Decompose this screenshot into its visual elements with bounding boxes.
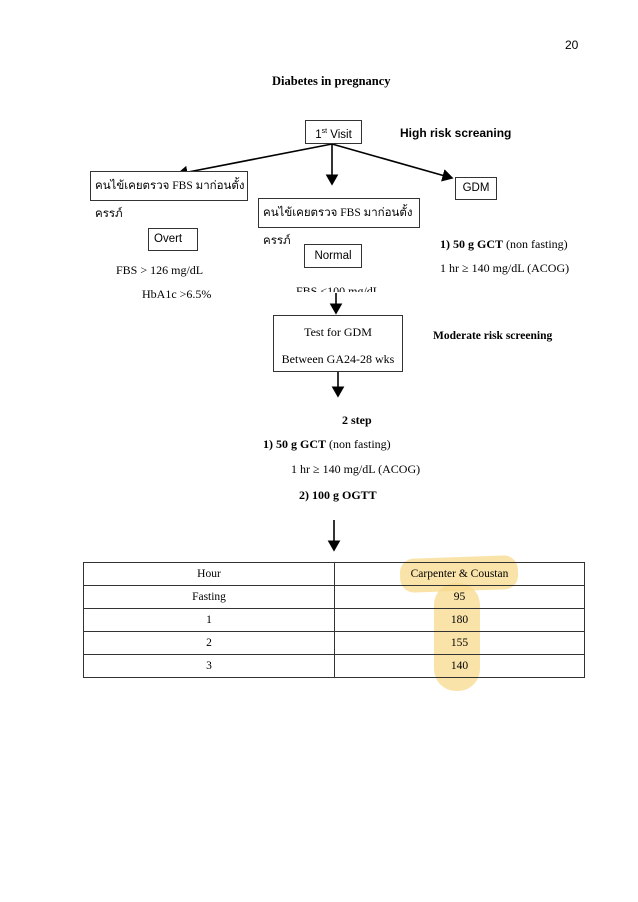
step2-ogtt: 2) 100 g OGTT xyxy=(299,488,377,502)
prior-fbs-box-middle: คนไข้เคยตรวจ FBS มาก่อนตั้งครรภ์ xyxy=(258,198,420,247)
step1-criteria: 1 hr ≥ 140 mg/dL (ACOG) xyxy=(291,462,421,476)
overt-box: Overt xyxy=(148,228,198,251)
table-row: 1 180 xyxy=(83,608,585,632)
row-hour: 2 xyxy=(83,631,335,655)
header-carpenter-coustan: Carpenter & Coustan xyxy=(334,562,585,586)
moderate-risk-label: Moderate risk screening xyxy=(433,330,553,342)
normal-fbs: FBS <100 mg/dL xyxy=(296,284,381,292)
overt-fbs: FBS > 126 mg/dL xyxy=(116,263,204,277)
row-value: 180 xyxy=(334,608,585,632)
gdm-criteria: 1 hr ≥ 140 mg/dL (ACOG) xyxy=(440,261,570,275)
row-hour: Fasting xyxy=(83,585,335,609)
table-row: 3 140 xyxy=(83,654,585,678)
gdm-box: GDM xyxy=(455,177,497,200)
table-row: Fasting 95 xyxy=(83,585,585,609)
first-visit-box: 1st Visit xyxy=(305,120,362,144)
page-number: 20 xyxy=(565,38,579,52)
step1-gct: 1) 50 g GCT (non fasting) xyxy=(263,437,391,451)
row-value: 140 xyxy=(334,654,585,678)
header-hour: Hour xyxy=(83,562,335,586)
page-title: Diabetes in pregnancy xyxy=(272,74,391,88)
prior-fbs-box-left: คนไข้เคยตรวจ FBS มาก่อนตั้งครรภ์ xyxy=(90,171,248,220)
gdm-gct: 1) 50 g GCT (non fasting) xyxy=(440,237,568,251)
table-row: 2 155 xyxy=(83,631,585,655)
test-gdm-box: Test for GDM Between GA24-28 wks xyxy=(273,315,403,372)
row-hour: 3 xyxy=(83,654,335,678)
row-hour: 1 xyxy=(83,608,335,632)
overt-hba1c: HbA1c >6.5% xyxy=(142,287,212,301)
row-value: 155 xyxy=(334,631,585,655)
high-risk-label: High risk screaning xyxy=(400,126,512,140)
row-value: 95 xyxy=(334,585,585,609)
two-step-label: 2 step xyxy=(342,413,372,427)
normal-box: Normal xyxy=(304,244,362,268)
table-header-row: Hour Carpenter & Coustan xyxy=(83,562,585,586)
ogtt-criteria-table: Hour Carpenter & Coustan Fasting 95 1 18… xyxy=(83,562,585,678)
